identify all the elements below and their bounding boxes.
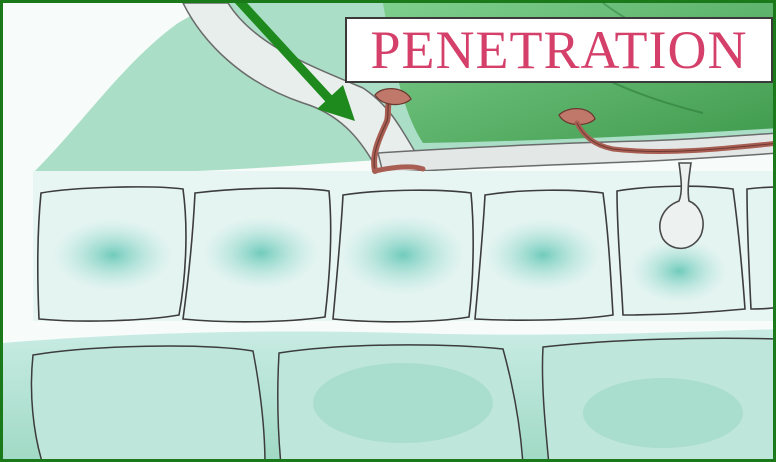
penetration-label: PENETRATION: [371, 23, 748, 77]
mesophyll-cell: [31, 346, 265, 462]
epidermal-cell: [747, 187, 776, 309]
mesophyll-shade: [313, 363, 493, 443]
mesophyll-shade: [583, 378, 743, 448]
label-box: PENETRATION: [345, 17, 773, 83]
